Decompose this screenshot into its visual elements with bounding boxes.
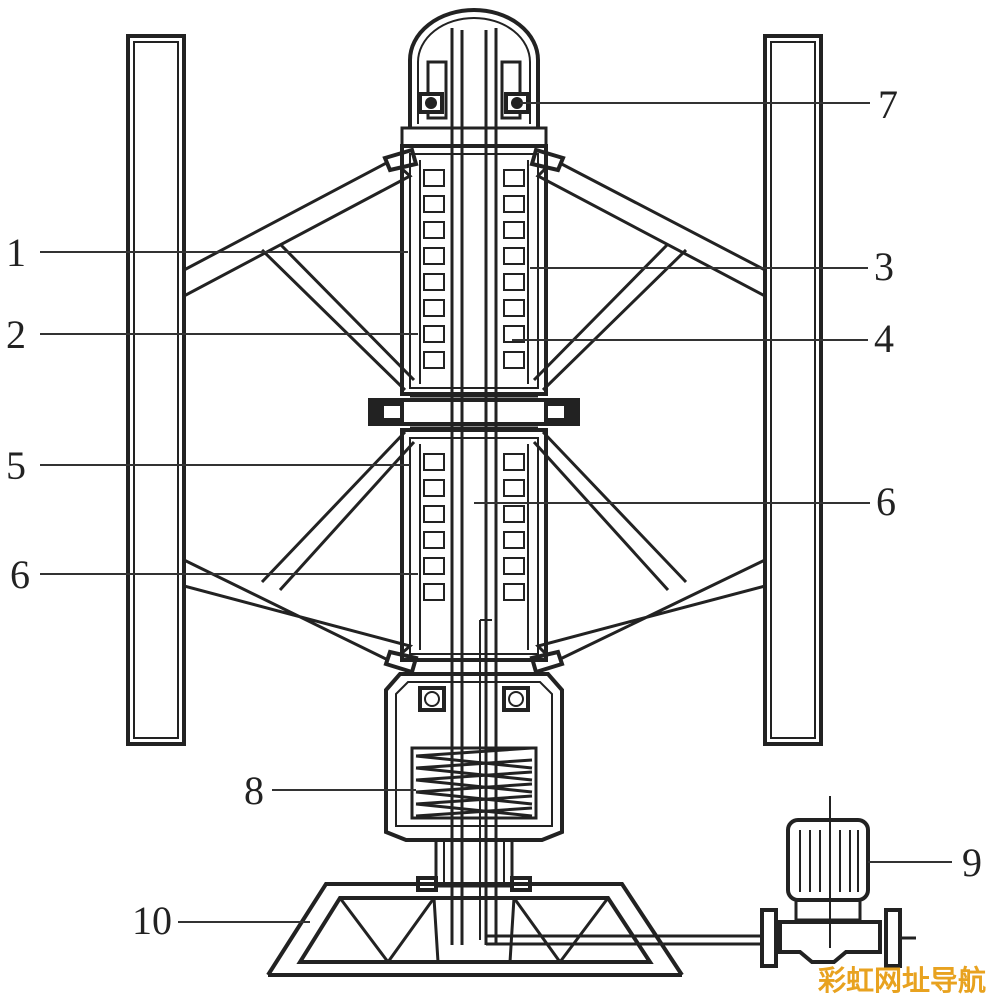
leader-lines	[40, 102, 952, 923]
middle-flange	[368, 394, 580, 430]
label-10: 10	[132, 898, 172, 943]
label-6b: 6	[10, 552, 30, 597]
top-cap	[400, 8, 548, 148]
upper-generator-housing	[400, 144, 548, 396]
label-5: 5	[6, 443, 26, 488]
pipe	[486, 934, 762, 946]
label-7: 7	[878, 82, 898, 127]
right-blade	[763, 34, 823, 746]
motor	[760, 796, 916, 968]
label-1: 1	[6, 230, 26, 275]
lower-spring-housing	[384, 672, 564, 842]
label-4: 4	[874, 316, 894, 361]
lower-generator-housing	[400, 428, 548, 662]
central-shaft	[450, 28, 498, 945]
watermark-text: 彩虹网址导航	[818, 964, 986, 997]
part-labels: 1 2 3 4 5 6 6 7 8 9 10	[6, 82, 982, 943]
label-2: 2	[6, 312, 26, 357]
lower-support-arms	[182, 430, 767, 675]
label-6a: 6	[876, 479, 896, 524]
upper-support-arms	[182, 147, 767, 392]
left-blade	[126, 34, 186, 746]
base-frame	[266, 882, 684, 977]
label-9: 9	[962, 840, 982, 885]
label-3: 3	[874, 244, 894, 289]
spring	[415, 746, 533, 818]
label-8: 8	[244, 768, 264, 813]
